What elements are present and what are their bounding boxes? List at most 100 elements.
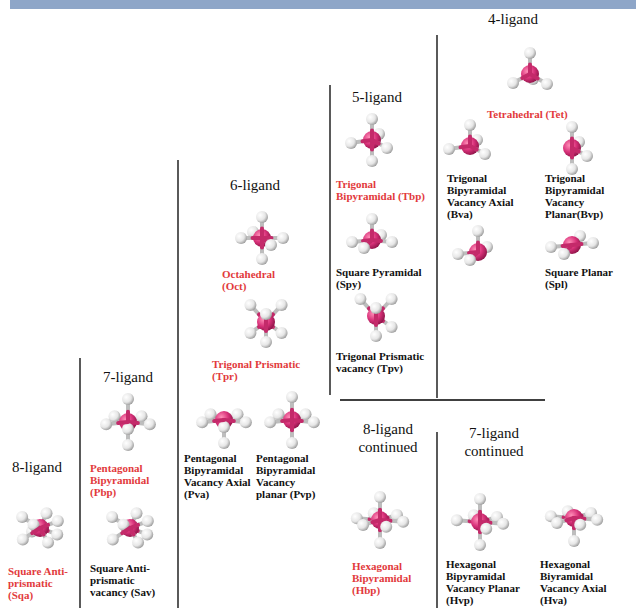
molecule-model [346, 213, 398, 254]
molecule-model [196, 408, 252, 449]
ligand-atom [474, 493, 486, 505]
bond [214, 418, 224, 423]
ligand-atom [244, 327, 256, 339]
ligand-atom [545, 241, 557, 253]
ligand-atom [286, 391, 298, 403]
bond [122, 528, 130, 533]
bond [262, 238, 266, 241]
geometry-label: Trigonal Prismatic (Tpr) [212, 358, 312, 382]
molecule-model [264, 391, 320, 449]
ligand-atom [52, 515, 64, 527]
ligand-atom [286, 437, 298, 449]
ligand-atom [524, 47, 536, 59]
geometry-label: Tetrahedral (Tet) [487, 108, 602, 120]
molecule-model [452, 225, 493, 266]
separator-line [177, 160, 178, 608]
ligand-atom [366, 113, 378, 125]
ligand-atom [240, 416, 252, 428]
ligand-atom [386, 236, 398, 248]
ligand-atom [397, 516, 409, 528]
ligand-atom [100, 418, 112, 430]
ligand-atom [130, 507, 142, 519]
ligand-atom [141, 528, 153, 540]
ligand-atom [464, 254, 476, 266]
ligand-atom [277, 232, 289, 244]
ligand-atom [264, 416, 276, 428]
molecule-model [563, 121, 593, 175]
section-heading: 8-ligand [12, 458, 76, 476]
ligand-atom [381, 142, 393, 154]
bond [474, 252, 478, 256]
ligand-atom [42, 536, 54, 548]
ligand-atom [122, 393, 134, 405]
section-heading: 6-ligand [230, 176, 310, 194]
ligand-atom [218, 421, 230, 433]
ligand-atom [591, 514, 603, 526]
geometry-label: Pentagonal Bipyramidal Vacancy Axial (Pv… [184, 452, 256, 500]
ligand-atom [16, 511, 28, 523]
bond [32, 528, 40, 533]
ligand-atom [142, 515, 154, 527]
ligand-atom [452, 248, 464, 260]
ligand-atom [464, 119, 476, 131]
top-bar [10, 0, 636, 9]
ligand-atom [558, 248, 570, 260]
ligand-atom [106, 511, 118, 523]
molecule-model [244, 299, 287, 348]
ligand-atom [357, 519, 369, 531]
ligand-atom [581, 150, 593, 162]
ligand-atom [256, 211, 268, 223]
molecule-model [507, 47, 553, 90]
ligand-atom [551, 517, 563, 529]
molecule-model [451, 493, 509, 551]
ligand-atom [380, 521, 392, 533]
ligand-atom [17, 534, 29, 546]
ligand-atom [122, 439, 134, 451]
ligand-atom [244, 299, 256, 311]
ligand-atom [374, 537, 386, 549]
geometry-label: Trigonal Bipyramidal (Tbp) [336, 178, 432, 202]
molecule-model [345, 113, 393, 167]
section-heading: 8-ligand continued [345, 420, 431, 456]
ligand-atom [497, 518, 509, 530]
ligand-atom [443, 143, 455, 155]
bond [264, 322, 268, 331]
molecule-model [443, 119, 491, 160]
ligand-atom [235, 232, 247, 244]
bond [372, 140, 379, 144]
molecule-model [235, 211, 289, 265]
geometry-label: Octahedral (Oct) [222, 268, 302, 292]
molecule-model [354, 293, 397, 342]
ligand-atom [40, 507, 52, 519]
bond [282, 418, 292, 423]
geometry-label: Trigonal Bipyramidal Vacancy Axial (Bva) [447, 172, 532, 220]
ligand-atom [480, 523, 492, 535]
ligand-atom [386, 321, 398, 333]
separator-line [436, 432, 437, 608]
bond [372, 520, 380, 522]
ligand-atom [265, 239, 277, 251]
section-heading: 7-ligand continued [452, 424, 536, 460]
ligand-atom [196, 416, 208, 428]
metal-atom [521, 65, 539, 83]
ligand-atom [346, 236, 358, 248]
geometry-label: Pentagonal Bipyramidal Vacancy planar (P… [256, 452, 326, 500]
ligand-atom [107, 534, 119, 546]
bond [374, 316, 378, 325]
molecule-model [545, 230, 599, 260]
geometry-label: Square Planar (Spl) [545, 266, 629, 290]
bond [530, 74, 538, 79]
molecule-models [16, 47, 603, 551]
bond [470, 146, 477, 150]
metal-atom [461, 137, 479, 155]
ligand-atom [51, 528, 63, 540]
ligand-atom [574, 519, 586, 531]
section-heading: 5-ligand [352, 88, 432, 106]
ligand-atom [144, 418, 156, 430]
ligand-atom [358, 242, 370, 254]
bond [368, 240, 372, 244]
ligand-atom [366, 155, 378, 167]
bond [566, 518, 574, 520]
geometry-label: Pentagonal Bipyramidal (Pbp) [90, 462, 174, 498]
separator-line [340, 399, 545, 400]
